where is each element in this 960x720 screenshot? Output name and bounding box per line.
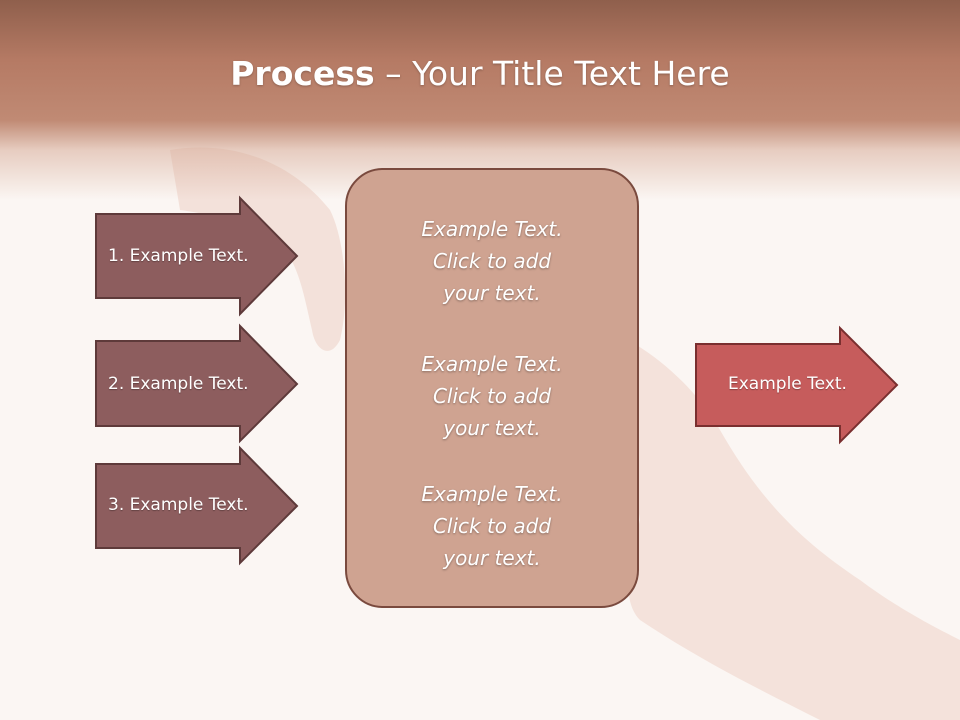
right-arrow[interactable]	[695, 325, 899, 445]
center-block-3-line-3: your text.	[443, 546, 541, 570]
left-arrow-1[interactable]	[95, 195, 299, 317]
center-block-3-line-1: Example Text.	[421, 482, 563, 506]
center-block-2-line-2: Click to add	[432, 384, 552, 408]
right-arrow-label: Example Text.	[728, 374, 847, 394]
center-block-2-line-1: Example Text.	[421, 352, 563, 376]
center-block-1-line-2: Click to add	[432, 249, 552, 273]
title-rest: – Your Title Text Here	[374, 54, 730, 93]
center-block-2[interactable]: Example Text. Click to add your text.	[345, 348, 639, 444]
center-text-box[interactable]	[345, 168, 639, 608]
title-bold: Process	[230, 54, 375, 93]
center-block-2-line-3: your text.	[443, 416, 541, 440]
slide-title: Process – Your Title Text Here	[0, 52, 960, 96]
left-arrow-3[interactable]	[95, 445, 299, 566]
header-band	[0, 0, 960, 200]
center-block-1-line-3: your text.	[443, 281, 541, 305]
center-block-3[interactable]: Example Text. Click to add your text.	[345, 478, 639, 574]
center-block-1[interactable]: Example Text. Click to add your text.	[345, 213, 639, 309]
left-arrow-3-label: 3. Example Text.	[108, 495, 249, 515]
left-arrow-2-label: 2. Example Text.	[108, 374, 249, 394]
center-block-1-line-1: Example Text.	[421, 217, 563, 241]
left-arrow-1-label: 1. Example Text.	[108, 246, 249, 266]
center-block-3-line-2: Click to add	[432, 514, 552, 538]
left-arrow-2[interactable]	[95, 323, 299, 444]
